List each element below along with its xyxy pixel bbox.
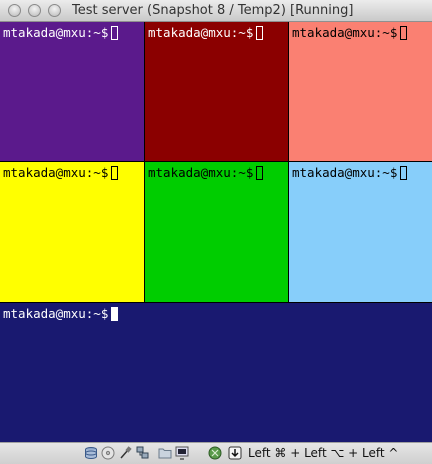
text-cursor (111, 166, 119, 180)
text-cursor (400, 166, 408, 180)
optical-disk-icon[interactable] (101, 446, 115, 460)
network-icon[interactable] (136, 446, 150, 460)
guest-screen[interactable]: mtakada@mxu:~$ mtakada@mxu:~$ mtakada@mx… (0, 22, 432, 442)
shell-prompt: mtakada@mxu:~$ (292, 165, 398, 180)
mouse-integration-icon[interactable] (208, 446, 222, 460)
host-key-label: Left ⌘ + Left ⌥ + Left ^ (248, 446, 399, 460)
shell-prompt: mtakada@mxu:~$ (148, 165, 254, 180)
text-cursor (111, 26, 119, 40)
shell-prompt: mtakada@mxu:~$ (148, 25, 254, 40)
hard-disk-icon[interactable] (84, 446, 98, 460)
display-icon[interactable] (175, 446, 189, 460)
terminal-pane-green[interactable]: mtakada@mxu:~$ (145, 162, 289, 302)
keyboard-capture-icon[interactable] (228, 446, 242, 460)
shell-prompt: mtakada@mxu:~$ (292, 25, 398, 40)
close-button[interactable] (8, 4, 21, 17)
shell-prompt: mtakada@mxu:~$ (3, 165, 109, 180)
terminal-pane-active[interactable]: mtakada@mxu:~$ (0, 302, 432, 442)
shared-folder-icon[interactable] (158, 446, 172, 460)
window-title: Test server (Snapshot 8 / Temp2) [Runnin… (72, 3, 354, 18)
terminal-pane-lightblue[interactable]: mtakada@mxu:~$ (289, 162, 432, 302)
title-bar[interactable]: Test server (Snapshot 8 / Temp2) [Runnin… (0, 0, 432, 22)
shell-prompt: mtakada@mxu:~$ (3, 25, 109, 40)
text-cursor (256, 26, 264, 40)
status-bar: Left ⌘ + Left ⌥ + Left ^ (0, 442, 432, 464)
minimize-button[interactable] (28, 4, 41, 17)
text-cursor (400, 26, 408, 40)
text-cursor (111, 307, 119, 321)
terminal-pane-darkred[interactable]: mtakada@mxu:~$ (145, 22, 289, 162)
shell-prompt: mtakada@mxu:~$ (3, 306, 109, 321)
zoom-button[interactable] (48, 4, 61, 17)
terminal-pane-yellow[interactable]: mtakada@mxu:~$ (0, 162, 145, 302)
text-cursor (256, 166, 264, 180)
terminal-pane-salmon[interactable]: mtakada@mxu:~$ (289, 22, 432, 162)
terminal-pane-purple[interactable]: mtakada@mxu:~$ (0, 22, 145, 162)
usb-icon[interactable] (118, 446, 132, 460)
